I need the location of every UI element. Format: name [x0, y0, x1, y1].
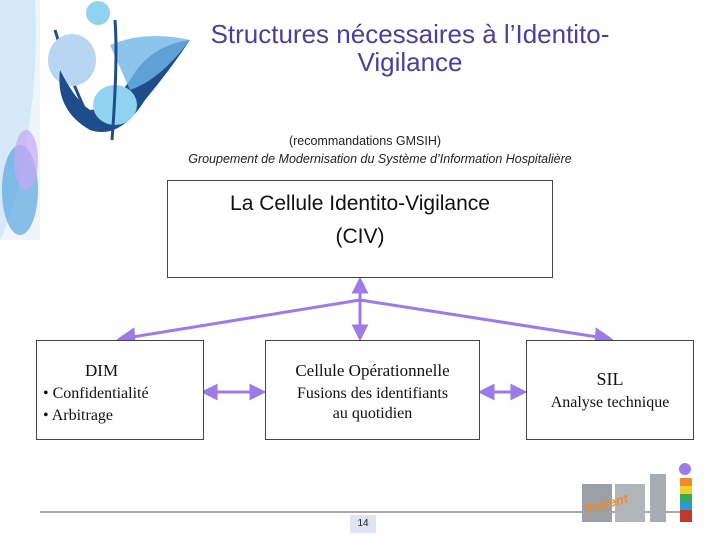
cellule-line-2: au quotidien [266, 405, 479, 423]
dim-title: DIM [85, 361, 118, 381]
sil-title: SIL [527, 369, 693, 390]
arrowhead-dim-left [204, 386, 216, 398]
title-line-1: Structures nécessaires à l’Identito- [150, 20, 670, 48]
arrowhead-cellule-right [251, 386, 263, 398]
civ-box: La Cellule Identito-Vigilance (CIV) [167, 180, 553, 278]
subtitle: (recommandations GMSIH) [150, 134, 580, 148]
title-line-2: Vigilance [150, 48, 670, 76]
sil-box: SIL Analyse technique [526, 340, 694, 440]
arrowhead-cellule-left [481, 386, 493, 398]
cellule-title: Cellule Opérationnelle [266, 361, 479, 381]
arrowhead-bottom [354, 326, 366, 338]
sil-line-1: Analyse technique [527, 394, 693, 412]
dim-box: DIM • Confidentialité • Arbitrage [36, 340, 204, 440]
dim-item-confidentialite: • Confidentialité [43, 385, 149, 403]
arrowhead-top [354, 280, 366, 292]
civ-line-2: (CIV) [168, 220, 552, 253]
cellule-line-1: Fusions des identifiants [266, 385, 479, 403]
page-title: Structures nécessaires à l’Identito- Vig… [150, 20, 670, 76]
arrowhead-sil-right [512, 386, 524, 398]
arrow-to-sil [360, 300, 604, 338]
subtitle-gmsih: Groupement de Modernisation du Système d… [80, 152, 680, 166]
civ-line-1: La Cellule Identito-Vigilance [168, 187, 552, 220]
arrow-to-dim [126, 300, 360, 338]
dim-item-arbitrage: • Arbitrage [43, 407, 113, 425]
page-number: 14 [350, 515, 376, 533]
cellule-operationnelle-box: Cellule Opérationnelle Fusions des ident… [265, 340, 480, 440]
